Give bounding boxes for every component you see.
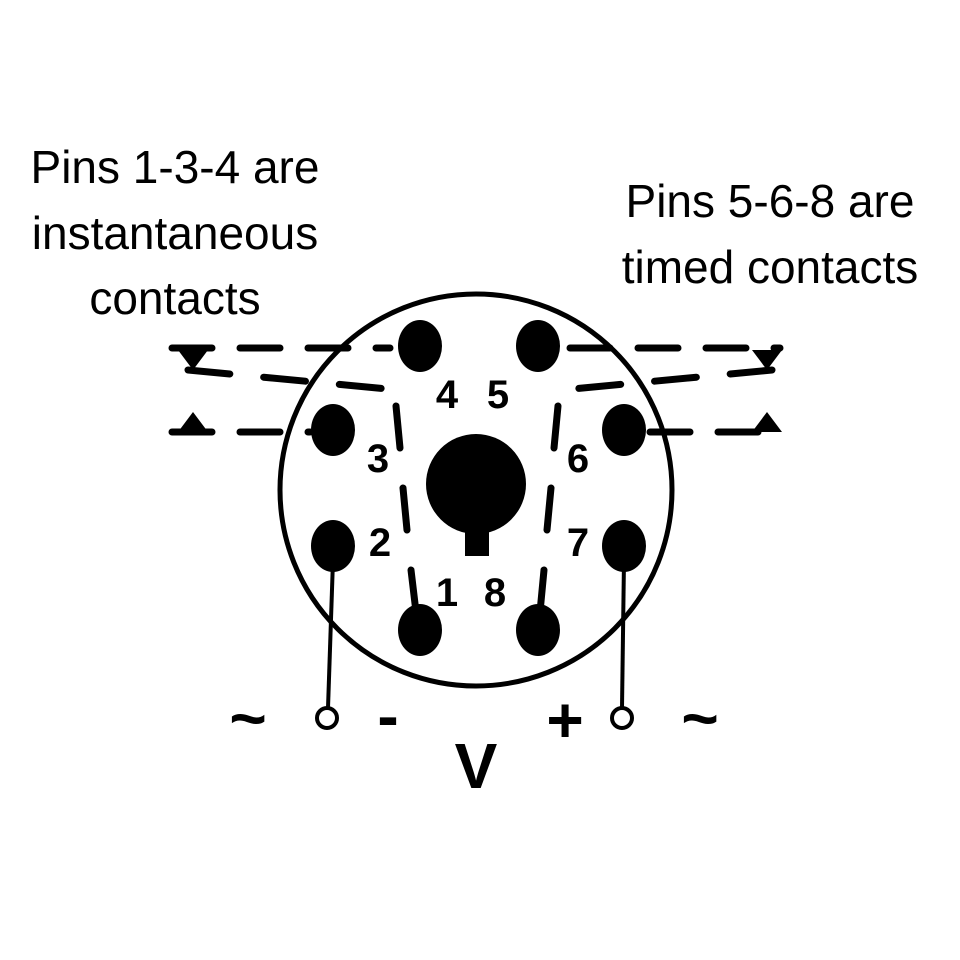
- pin-3: [311, 404, 355, 456]
- pin-label-8: 8: [484, 571, 506, 615]
- pin-1: [398, 604, 442, 656]
- voltage-label: V: [455, 730, 498, 802]
- pin-label-1: 1: [436, 571, 458, 615]
- pins: [311, 320, 646, 656]
- socket-outline: [277, 291, 675, 689]
- pin-label-5: 5: [487, 373, 509, 417]
- minus-symbol: -: [377, 680, 398, 752]
- pin-8: [516, 604, 560, 656]
- left-note-line-1: Pins 1-3-4 are: [31, 141, 320, 193]
- terminal-left: [315, 706, 339, 730]
- ac-symbol-right: ~: [681, 682, 718, 754]
- ac-symbol-left: ~: [229, 682, 266, 754]
- triangle-up-icon: [178, 412, 208, 432]
- left-note-line-2: instantaneous: [32, 207, 318, 259]
- triangle-down-icon: [752, 350, 782, 370]
- pin-label-4: 4: [436, 373, 459, 417]
- center-key: [426, 434, 526, 534]
- pin-7: [602, 520, 646, 572]
- pin-4: [398, 320, 442, 372]
- triangle-up-icon: [752, 412, 782, 432]
- right-note-line-2: timed contacts: [622, 241, 919, 293]
- pin-2: [311, 520, 355, 572]
- center-key-tab: [465, 520, 489, 556]
- wire-pin-7: [620, 559, 626, 709]
- pin-label-2: 2: [369, 521, 391, 565]
- pin-5: [516, 320, 560, 372]
- wire-pin-2: [326, 559, 335, 709]
- left-note-line-3: contacts: [89, 272, 260, 324]
- pin-label-3: 3: [367, 437, 389, 481]
- plus-symbol: +: [546, 684, 583, 756]
- triangle-down-icon: [178, 350, 208, 370]
- pin-label-6: 6: [567, 437, 589, 481]
- right-note-line-1: Pins 5-6-8 are: [626, 175, 915, 227]
- pin-6: [602, 404, 646, 456]
- pin-label-7: 7: [567, 521, 589, 565]
- terminal-right: [610, 706, 634, 730]
